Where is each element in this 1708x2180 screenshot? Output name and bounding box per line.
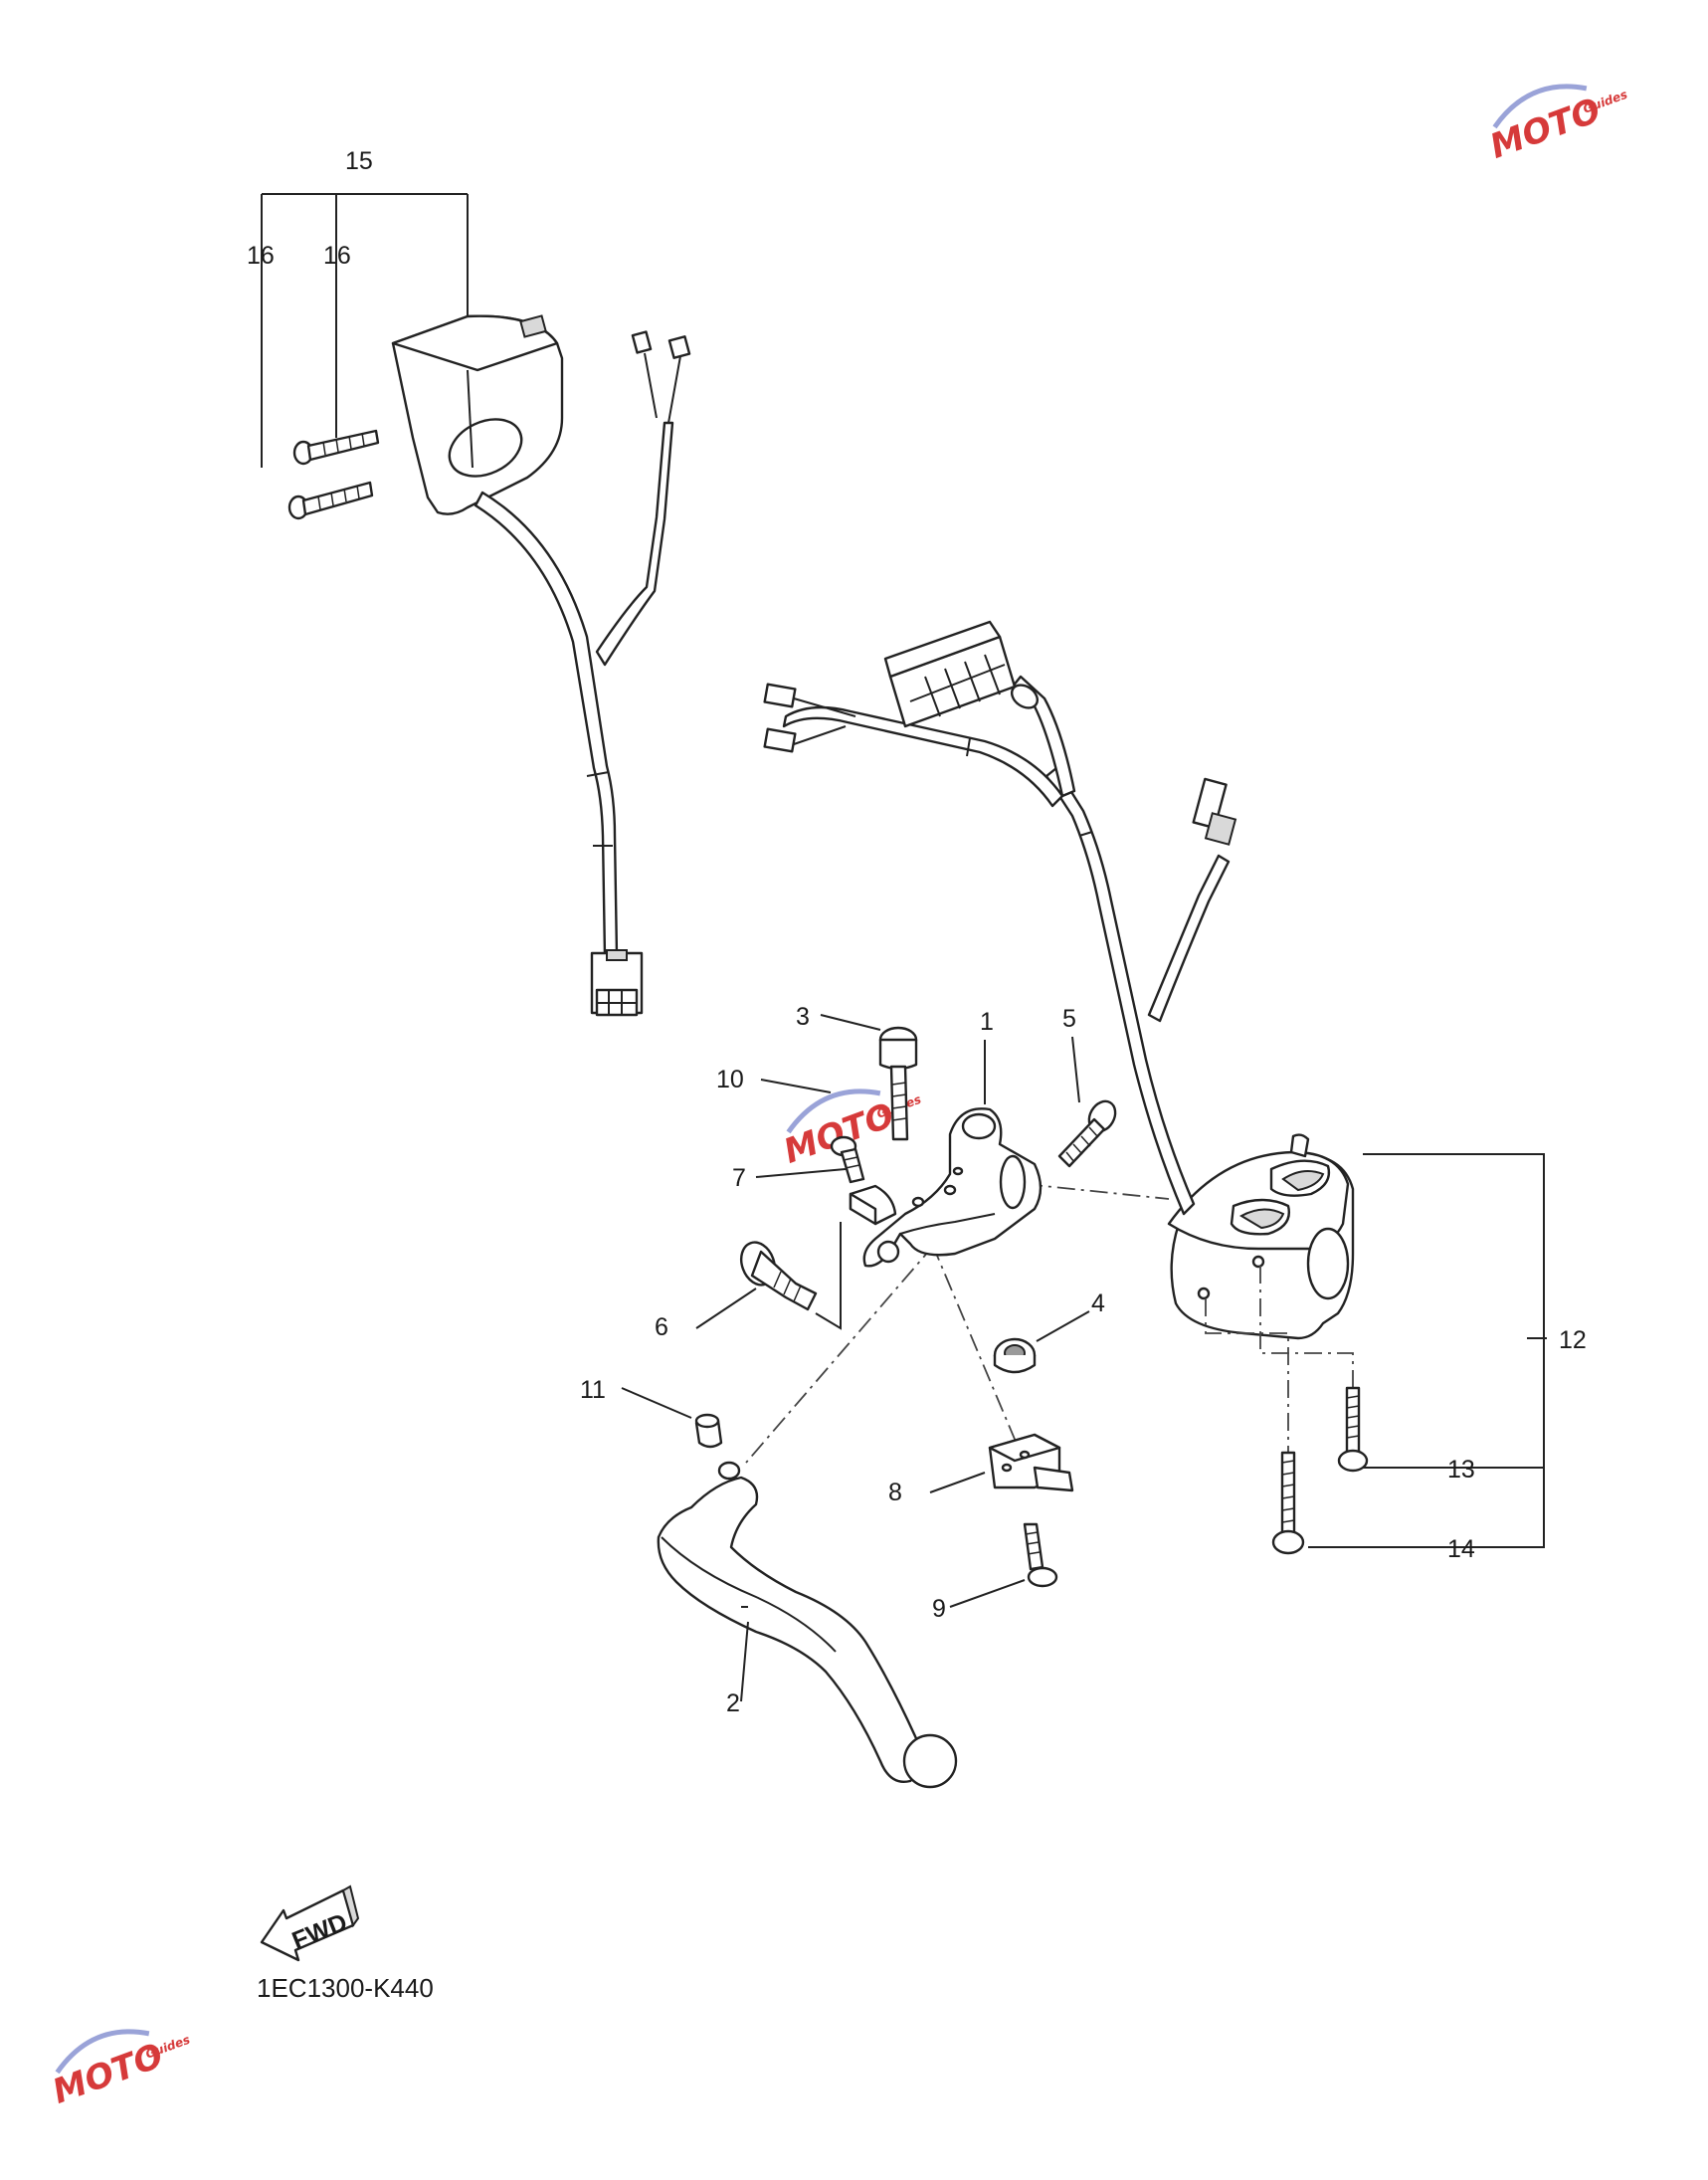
callout-label: 12 — [1559, 1326, 1587, 1354]
watermark-logo-bottom-left: MOTO Guides — [48, 2029, 192, 2112]
switch-screw-10 — [830, 1135, 865, 1184]
callout-label: 4 — [1091, 1289, 1105, 1317]
lever-holder — [862, 1107, 1043, 1268]
right-switch-screw-14 — [1271, 1451, 1305, 1555]
watermark-logo-top-right: MOTO Guides — [1485, 84, 1629, 167]
left-switch-screw-upper — [292, 429, 380, 466]
callout-label: 9 — [932, 1595, 946, 1623]
right-switch-small-connector — [1192, 777, 1237, 846]
lever-holder-assembly — [621, 1014, 1378, 1789]
right-handlebar-switch-assembly — [763, 620, 1547, 1555]
callout-label: 10 — [716, 1066, 744, 1093]
callout-label: 2 — [726, 1689, 740, 1717]
fwd-direction-indicator: FWD — [260, 1884, 360, 1962]
callout-label: 11 — [580, 1376, 606, 1404]
clutch-switch — [988, 1433, 1074, 1492]
right-switch-multipin-coupler — [883, 620, 1040, 728]
callout-label: 13 — [1447, 1456, 1475, 1484]
right-switch-housing — [1167, 1133, 1355, 1340]
callout-label: 5 — [1062, 1005, 1076, 1033]
callout-label: 15 — [345, 147, 373, 175]
diagram-code: 1EC1300-K440 — [257, 1973, 434, 2003]
callout-labels: 15 16 16 3 1 5 10 7 6 4 12 11 8 13 14 9 … — [247, 147, 1587, 1717]
callout-label: 1 — [980, 1008, 994, 1036]
callout-label: 14 — [1447, 1535, 1475, 1563]
lever-pivot-bolt — [878, 1026, 918, 1141]
callout-label: 8 — [888, 1479, 902, 1506]
left-switch-housing — [391, 314, 564, 515]
switch-screw-9 — [1023, 1522, 1058, 1588]
right-switch-screw-13 — [1337, 1386, 1369, 1473]
cable-clamp — [849, 1184, 897, 1226]
holder-screw-5 — [1057, 1099, 1117, 1168]
lever-nut — [993, 1337, 1037, 1374]
lever-collar — [694, 1413, 723, 1449]
holder-bolt-6 — [739, 1222, 842, 1330]
callout-label: 16 — [247, 242, 275, 270]
clutch-lever — [657, 1461, 958, 1789]
left-switch-screw-lower — [287, 481, 374, 520]
callout-label: 16 — [323, 242, 351, 270]
callout-label: 7 — [732, 1164, 746, 1192]
left-handlebar-switch-assembly — [261, 193, 691, 1017]
left-switch-coupler — [590, 949, 644, 1017]
callout-label: 3 — [796, 1003, 810, 1031]
callout-label: 6 — [655, 1313, 668, 1341]
